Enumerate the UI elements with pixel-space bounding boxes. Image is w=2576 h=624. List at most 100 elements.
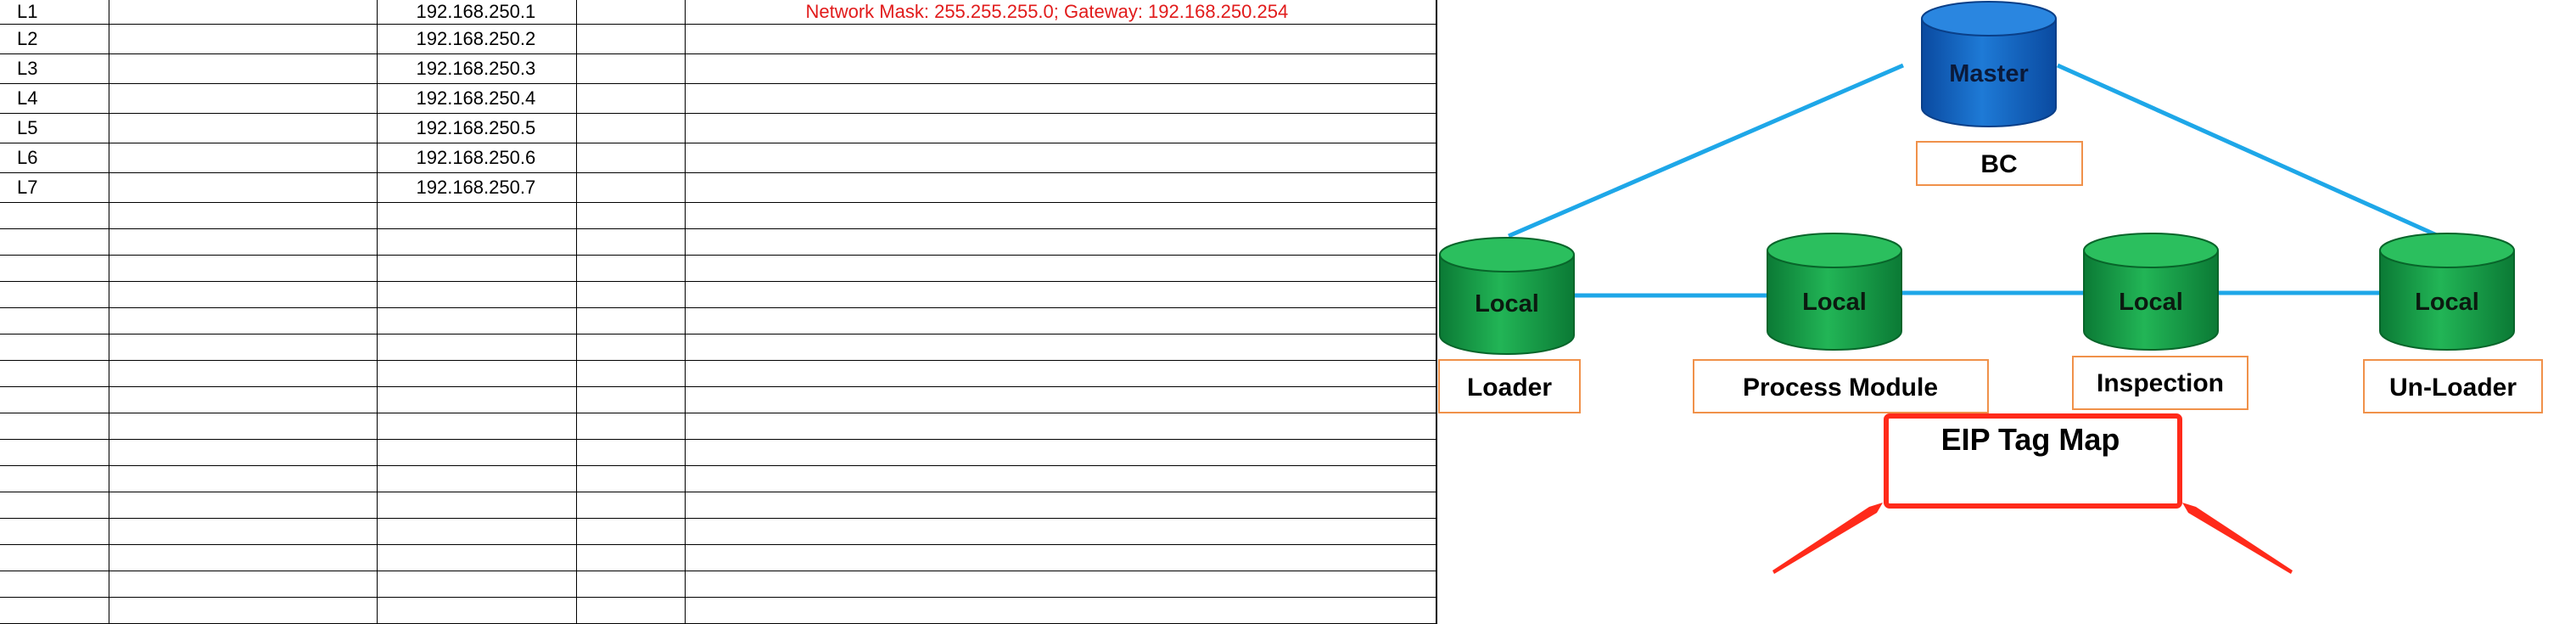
cell-empty[interactable] bbox=[109, 307, 378, 334]
cell-empty[interactable] bbox=[0, 544, 109, 571]
cell-empty[interactable] bbox=[0, 202, 109, 229]
cell-empty[interactable] bbox=[0, 386, 109, 413]
cell-empty[interactable] bbox=[377, 439, 577, 466]
cell-empty[interactable] bbox=[685, 334, 1437, 361]
cell-empty[interactable] bbox=[685, 518, 1437, 545]
cell-empty[interactable] bbox=[0, 597, 109, 624]
cell-empty[interactable] bbox=[576, 413, 686, 440]
cell-empty[interactable] bbox=[685, 255, 1437, 282]
cell-empty[interactable] bbox=[109, 83, 378, 114]
cell-empty[interactable] bbox=[685, 492, 1437, 519]
cell-empty[interactable] bbox=[576, 83, 686, 114]
cell-empty[interactable] bbox=[576, 255, 686, 282]
cell-empty[interactable] bbox=[377, 571, 577, 598]
cell-empty[interactable] bbox=[377, 413, 577, 440]
local-node-inspection[interactable]: Local bbox=[2083, 233, 2219, 351]
cell-empty[interactable] bbox=[109, 53, 378, 84]
cell-empty[interactable] bbox=[109, 360, 378, 387]
cell-empty[interactable] bbox=[576, 439, 686, 466]
cell-empty[interactable] bbox=[685, 360, 1437, 387]
cell-empty[interactable] bbox=[109, 0, 378, 25]
cell-empty[interactable] bbox=[576, 307, 686, 334]
cell-empty[interactable] bbox=[685, 228, 1437, 256]
cell-ip[interactable]: 192.168.250.1 bbox=[377, 0, 577, 25]
cell-empty[interactable] bbox=[109, 413, 378, 440]
cell-empty[interactable] bbox=[685, 24, 1437, 54]
cell-empty[interactable] bbox=[109, 492, 378, 519]
cell-empty[interactable] bbox=[0, 334, 109, 361]
cell-empty[interactable] bbox=[576, 360, 686, 387]
cell-empty[interactable] bbox=[109, 24, 378, 54]
cell-empty[interactable] bbox=[0, 413, 109, 440]
cell-empty[interactable] bbox=[0, 492, 109, 519]
cell-empty[interactable] bbox=[377, 202, 577, 229]
cell-empty[interactable] bbox=[377, 307, 577, 334]
cell-empty[interactable] bbox=[685, 83, 1437, 114]
cell-empty[interactable] bbox=[576, 172, 686, 203]
cell-name[interactable]: L3 bbox=[0, 53, 109, 84]
cell-empty[interactable] bbox=[109, 202, 378, 229]
cell-empty[interactable] bbox=[0, 518, 109, 545]
eip-tag-map-callout[interactable]: EIP Tag Map bbox=[1884, 413, 2182, 509]
cell-empty[interactable] bbox=[685, 53, 1437, 84]
cell-empty[interactable] bbox=[109, 439, 378, 466]
cell-empty[interactable] bbox=[685, 386, 1437, 413]
cell-name[interactable]: L2 bbox=[0, 24, 109, 54]
cell-empty[interactable] bbox=[0, 360, 109, 387]
cell-empty[interactable] bbox=[576, 492, 686, 519]
local-node-loader[interactable]: Local bbox=[1439, 237, 1575, 355]
cell-empty[interactable] bbox=[109, 334, 378, 361]
cell-name[interactable]: L5 bbox=[0, 113, 109, 143]
cell-empty[interactable] bbox=[377, 281, 577, 308]
cell-empty[interactable] bbox=[109, 544, 378, 571]
cell-empty[interactable] bbox=[109, 113, 378, 143]
cell-empty[interactable] bbox=[0, 307, 109, 334]
cell-empty[interactable] bbox=[109, 465, 378, 492]
cell-empty[interactable] bbox=[109, 255, 378, 282]
cell-empty[interactable] bbox=[0, 465, 109, 492]
cell-empty[interactable] bbox=[0, 439, 109, 466]
cell-empty[interactable] bbox=[377, 518, 577, 545]
cell-empty[interactable] bbox=[109, 143, 378, 173]
cell-empty[interactable] bbox=[377, 597, 577, 624]
cell-name[interactable]: L6 bbox=[0, 143, 109, 173]
cell-empty[interactable] bbox=[0, 228, 109, 256]
cell-empty[interactable] bbox=[109, 228, 378, 256]
cell-empty[interactable] bbox=[685, 571, 1437, 598]
cell-empty[interactable] bbox=[685, 307, 1437, 334]
cell-empty[interactable] bbox=[576, 518, 686, 545]
cell-empty[interactable] bbox=[685, 413, 1437, 440]
cell-empty[interactable] bbox=[377, 386, 577, 413]
cell-empty[interactable] bbox=[576, 334, 686, 361]
cell-ip[interactable]: 192.168.250.4 bbox=[377, 83, 577, 114]
cell-empty[interactable] bbox=[685, 281, 1437, 308]
cell-name[interactable]: L1 bbox=[0, 0, 109, 25]
local-node-unloader[interactable]: Local bbox=[2379, 233, 2515, 351]
cell-name[interactable]: L7 bbox=[0, 172, 109, 203]
master-node[interactable]: Master bbox=[1921, 1, 2057, 127]
cell-empty[interactable] bbox=[109, 597, 378, 624]
cell-ip[interactable]: 192.168.250.7 bbox=[377, 172, 577, 203]
cell-empty[interactable] bbox=[685, 143, 1437, 173]
cell-empty[interactable] bbox=[576, 0, 686, 25]
cell-ip[interactable]: 192.168.250.6 bbox=[377, 143, 577, 173]
cell-empty[interactable] bbox=[685, 544, 1437, 571]
cell-empty[interactable] bbox=[377, 334, 577, 361]
cell-empty[interactable] bbox=[377, 360, 577, 387]
cell-empty[interactable] bbox=[377, 255, 577, 282]
cell-empty[interactable] bbox=[576, 544, 686, 571]
cell-name[interactable]: L4 bbox=[0, 83, 109, 114]
cell-empty[interactable] bbox=[109, 281, 378, 308]
cell-empty[interactable] bbox=[0, 281, 109, 308]
cell-empty[interactable] bbox=[109, 571, 378, 598]
cell-empty[interactable] bbox=[0, 571, 109, 598]
cell-empty[interactable] bbox=[576, 571, 686, 598]
cell-empty[interactable] bbox=[685, 465, 1437, 492]
cell-empty[interactable] bbox=[576, 143, 686, 173]
cell-ip[interactable]: 192.168.250.5 bbox=[377, 113, 577, 143]
cell-empty[interactable] bbox=[109, 386, 378, 413]
cell-empty[interactable] bbox=[377, 492, 577, 519]
cell-empty[interactable] bbox=[109, 518, 378, 545]
cell-ip[interactable]: 192.168.250.3 bbox=[377, 53, 577, 84]
network-note-cell[interactable]: Network Mask: 255.255.255.0; Gateway: 19… bbox=[685, 0, 1437, 25]
